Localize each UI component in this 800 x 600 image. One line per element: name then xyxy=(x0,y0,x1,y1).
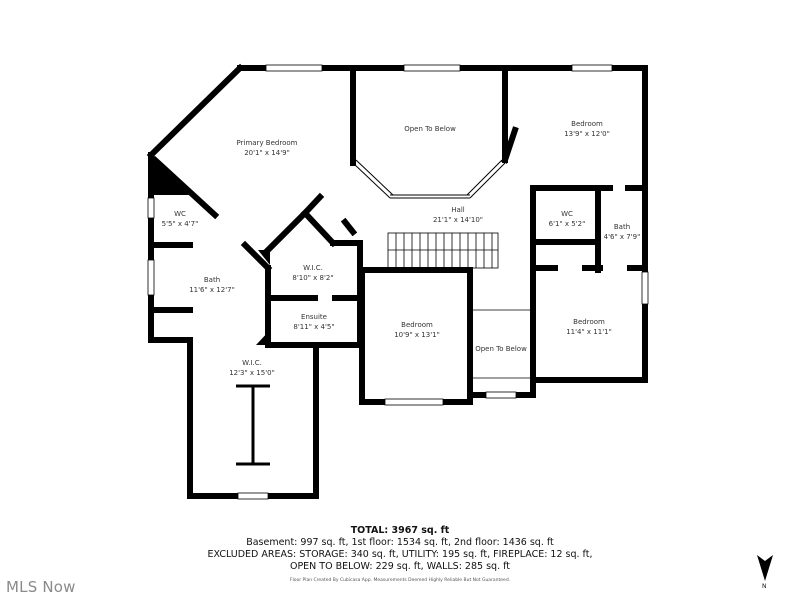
wall-fill xyxy=(256,330,270,345)
open-to-below-frame xyxy=(473,309,530,379)
bay-window xyxy=(352,159,506,199)
stairs xyxy=(387,232,499,269)
room-name: Bedroom xyxy=(401,321,433,329)
room-name: WC xyxy=(561,210,573,218)
north-arrow-icon xyxy=(757,555,773,581)
compass-label: N xyxy=(762,583,767,590)
excluded-areas-2: OPEN TO BELOW: 229 sq. ft, WALLS: 285 sq… xyxy=(289,561,511,572)
room-name: Primary Bedroom xyxy=(236,139,298,147)
room-dimensions: 6'1" x 5'2" xyxy=(548,220,586,228)
room-dimensions: 12'3" x 15'0" xyxy=(229,369,275,377)
room-ensuite: Ensuite 8'11" x 4'5" xyxy=(293,312,334,332)
brand-watermark: MLS Now xyxy=(6,578,76,596)
room-dimensions: 8'11" x 4'5" xyxy=(293,323,335,331)
room-name: Open To Below xyxy=(404,125,456,133)
room-bedroom-center: Bedroom 10'9" x 13'1" xyxy=(394,320,440,340)
wall-fill xyxy=(258,250,270,265)
room-open-to-below: Open To Below xyxy=(404,124,456,134)
room-dimensions: 20'1" x 14'9" xyxy=(244,149,290,157)
room-open-to-below-2: Open To Below xyxy=(475,344,527,354)
room-dimensions: 13'9" x 12'0" xyxy=(564,130,610,138)
room-name: Bedroom xyxy=(573,318,605,326)
room-dimensions: 10'9" x 13'1" xyxy=(394,331,440,339)
room-bath-west: Bath 11'6" x 12'7" xyxy=(189,275,235,295)
closet-rod xyxy=(236,384,270,466)
total-area: TOTAL: 3967 sq. ft xyxy=(350,525,450,536)
wall-fill xyxy=(151,155,190,195)
room-wic-south: W.I.C. 12'3" x 15'0" xyxy=(229,358,275,378)
windows xyxy=(147,64,649,500)
room-dimensions: 11'6" x 12'7" xyxy=(189,286,235,294)
room-hall: Hall 21'1" x 14'10" xyxy=(433,205,483,225)
room-dimensions: 21'1" x 14'10" xyxy=(432,216,484,224)
room-name: Bedroom xyxy=(571,120,603,128)
room-name: Bath xyxy=(613,223,631,231)
room-name: Hall xyxy=(451,206,465,214)
room-primary-bedroom: Primary Bedroom 20'1" x 14'9" xyxy=(237,138,298,158)
room-name: W.I.C. xyxy=(303,264,323,272)
room-name: Ensuite xyxy=(301,313,327,321)
room-name: WC xyxy=(174,210,186,218)
area-summary: TOTAL: 3967 sq. ft Basement: 997 sq. ft,… xyxy=(0,525,800,585)
room-name: W.I.C. xyxy=(242,359,262,367)
room-bedroom-se: Bedroom 11'4" x 11'1" xyxy=(566,317,612,337)
room-dimensions: 5'5" x 4'7" xyxy=(161,220,199,228)
room-name: Bath xyxy=(203,276,221,284)
floor-areas: Basement: 997 sq. ft, 1st floor: 1534 sq… xyxy=(246,537,554,548)
room-wc-east: WC 6'1" x 5'2" xyxy=(549,209,586,229)
room-wc-west: WC 5'5" x 4'7" xyxy=(162,209,199,229)
credit-note: Floor Plan Created By Cubicasa App. Meas… xyxy=(289,578,511,583)
room-wic-center: W.I.C. 8'10" x 8'2" xyxy=(292,263,333,283)
room-name: Open To Below xyxy=(475,345,527,353)
room-bedroom-ne: Bedroom 13'9" x 12'0" xyxy=(564,119,610,139)
room-bath-east: Bath 4'6" x 7'9" xyxy=(604,222,641,242)
room-dimensions: 8'10" x 8'2" xyxy=(292,274,334,282)
room-dimensions: 4'6" x 7'9" xyxy=(603,233,641,241)
excluded-areas: EXCLUDED AREAS: STORAGE: 340 sq. ft, UTI… xyxy=(207,549,593,560)
room-dimensions: 11'4" x 11'1" xyxy=(566,328,612,336)
